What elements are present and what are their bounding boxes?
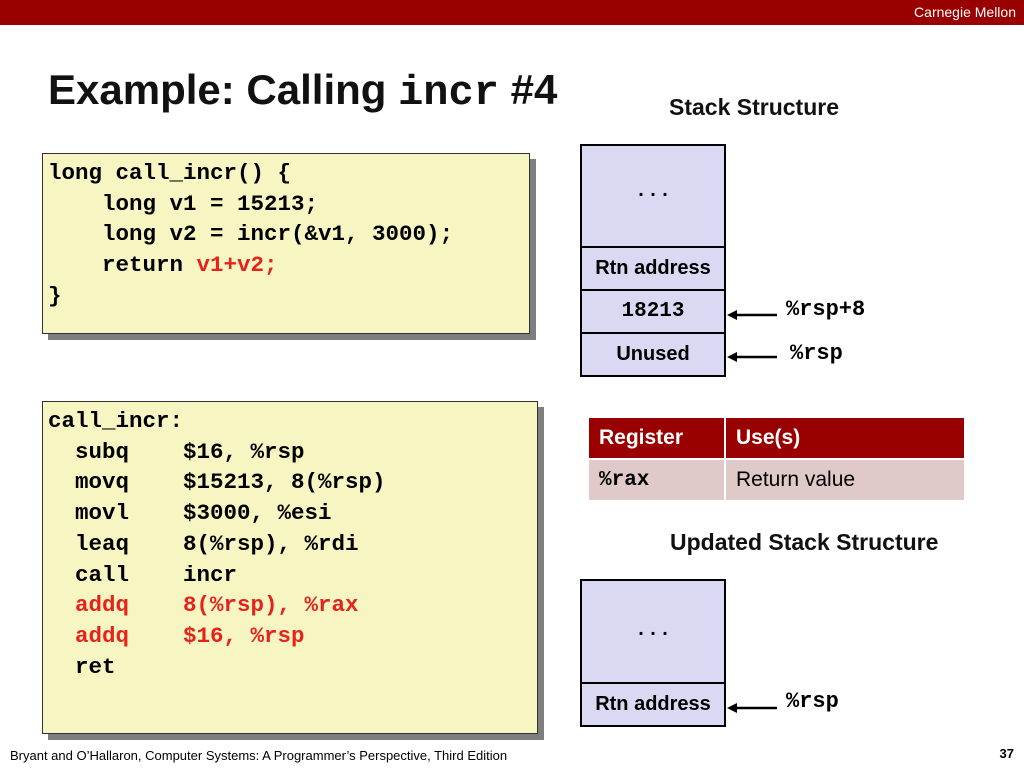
asm-code-line-highlighted: addq $16, %rsp [48, 622, 305, 649]
slide-title-text: Example: Calling [48, 66, 399, 113]
asm-code-line: movq $15213, 8(%rsp) [48, 469, 386, 496]
updated-rsp-label: %rsp [786, 689, 839, 714]
footer-citation: Bryant and O’Hallaron, Computer Systems:… [10, 748, 508, 763]
stack-cell-value: 18213 [580, 289, 726, 334]
c-code-line: long call_incr() { [48, 160, 292, 186]
rsp-plus-8-label: %rsp+8 [786, 297, 866, 322]
c-code-return-text: return [48, 252, 197, 279]
c-code-line: } [48, 282, 62, 309]
header-bar: Carnegie Mellon [0, 0, 1024, 25]
register-table-header-uses: Use(s) [726, 418, 964, 458]
c-code-line-return: return v1+v2; [48, 250, 278, 281]
c-code-line: long v1 = 15213; [48, 190, 319, 217]
asm-code-line: leaq 8(%rsp), %rdi [48, 530, 359, 557]
asm-code-line: movl $3000, %esi [48, 500, 332, 527]
organization-name: Carnegie Mellon [914, 4, 1016, 20]
rsp-arrow [727, 352, 777, 362]
asm-code-box: call_incr: subq $16, %rsp movq $15213, 8… [42, 401, 538, 734]
rsp-plus-8-arrow [727, 310, 777, 320]
slide-title-function: incr [398, 69, 499, 117]
stack-structure-heading: Stack Structure [669, 94, 840, 120]
rsp-label: %rsp [790, 341, 843, 366]
asm-code-line-highlighted: addq 8(%rsp), %rax [48, 592, 359, 619]
register-table: Register Use(s) %rax Return value [589, 418, 964, 502]
stack-cell-return-address: Rtn address [580, 246, 726, 291]
asm-code-line: call incr [48, 561, 238, 588]
updated-stack-cell-ellipsis: ... [580, 579, 726, 684]
updated-rsp-arrow [727, 703, 777, 713]
c-code-box: long call_incr() { long v1 = 15213; long… [42, 153, 530, 334]
stack-cell-ellipsis: ... [580, 144, 726, 248]
c-code-return-expression: v1+v2; [196, 252, 278, 279]
slide-title: Example: Calling incr #4 [48, 66, 557, 117]
updated-stack-cell-return-address: Rtn address [580, 682, 726, 727]
c-code-line: long v2 = incr(&v1, 3000); [48, 221, 454, 248]
asm-code-line: ret [48, 653, 116, 680]
asm-code-line: call_incr: [48, 408, 184, 434]
asm-code-line: subq $16, %rsp [48, 438, 305, 465]
updated-stack-structure-heading: Updated Stack Structure [670, 529, 939, 555]
page-number: 37 [999, 746, 1014, 761]
slide-title-suffix: #4 [498, 66, 558, 113]
register-table-cell-use: Return value [726, 460, 964, 500]
stack-cell-unused: Unused [580, 332, 726, 377]
register-table-cell-register: %rax [589, 460, 724, 500]
register-table-header-register: Register [589, 418, 724, 458]
